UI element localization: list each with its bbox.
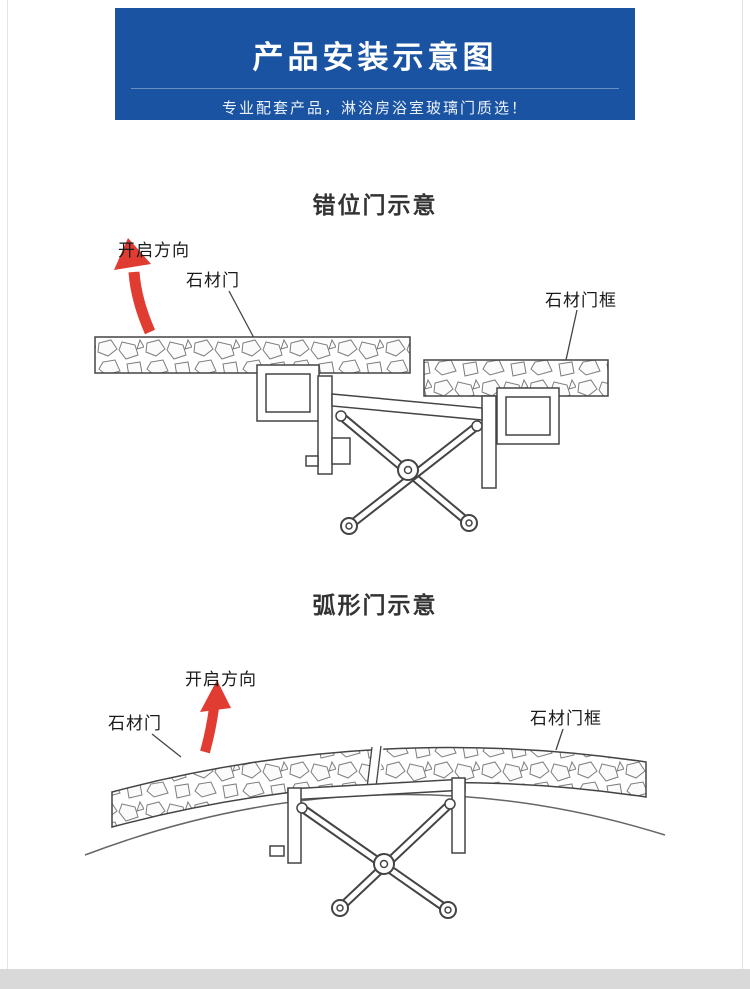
top-link-bar: [331, 393, 483, 421]
label-open-direction-1: 开启方向: [118, 241, 190, 260]
arrow-shaft: [200, 707, 219, 754]
arrow-head: [200, 680, 231, 712]
page-title: 产品安装示意图: [252, 40, 498, 75]
door-leader-line: [151, 733, 182, 758]
gap-edge-left: [366, 746, 373, 789]
label-stone-frame-2: 石材门框: [530, 709, 602, 728]
arc-door-diagram: [84, 680, 666, 919]
pivot-bottom-right-hole: [465, 519, 473, 527]
header-banner: 产品安装示意图 专业配套产品，淋浴房浴室玻璃门质选！: [115, 8, 635, 120]
section-title-arc-door: 弧形门示意: [312, 592, 438, 618]
label-stone-door-1: 石材门: [186, 271, 240, 290]
arrow-shaft: [128, 271, 156, 335]
pivot-center-hole: [379, 859, 389, 869]
pivot-bottom-left-hole: [336, 904, 344, 912]
arc-band: [111, 746, 647, 828]
left-edge-line: [7, 0, 8, 989]
label-open-direction-2: 开启方向: [185, 670, 257, 689]
footer-strip: [0, 969, 750, 989]
leader-lines: [151, 728, 564, 758]
pivot-top-left: [296, 802, 308, 814]
hinge-mechanism: [256, 364, 560, 535]
frame-leader-line: [555, 728, 564, 751]
offset-door-diagram: [94, 238, 609, 535]
label-stone-frame-1: 石材门框: [545, 291, 617, 310]
left-plate: [287, 787, 302, 864]
right-clamp-inner: [505, 396, 551, 436]
door-leader-line: [228, 290, 255, 339]
scissor-arm-2: [338, 802, 452, 910]
leader-lines: [228, 290, 578, 361]
stone-door-slab: [94, 336, 411, 374]
right-plate: [451, 777, 466, 854]
pivot-top-right: [471, 420, 483, 432]
pivot-top-left: [335, 410, 347, 422]
left-plate: [317, 375, 333, 475]
adjust-bolt: [269, 845, 285, 857]
frame-leader-line: [565, 309, 578, 361]
stone-arc-band: [111, 742, 647, 828]
left-clamp-inner: [265, 373, 311, 413]
pivot-top-right: [444, 798, 456, 810]
banner-divider: [131, 88, 619, 89]
label-stone-door-2: 石材门: [108, 714, 162, 733]
pivot-bottom-left-hole: [345, 522, 353, 530]
pivot-center-hole: [403, 465, 413, 475]
pivot-bottom-right-hole: [444, 906, 452, 914]
right-edge-line: [742, 0, 743, 989]
stone-slabs: [94, 336, 609, 397]
open-direction-arrow: [114, 238, 156, 335]
hinge-mechanism: [269, 777, 466, 919]
adjust-bolt: [305, 455, 319, 467]
arrow-head: [114, 238, 151, 270]
page-subtitle: 专业配套产品，淋浴房浴室玻璃门质选！: [221, 100, 528, 117]
open-direction-arrow: [200, 680, 231, 754]
connector-block: [331, 437, 351, 465]
right-plate: [481, 395, 497, 489]
gap-edge-right: [375, 745, 382, 788]
section-title-offset-door: 错位门示意: [312, 192, 438, 218]
